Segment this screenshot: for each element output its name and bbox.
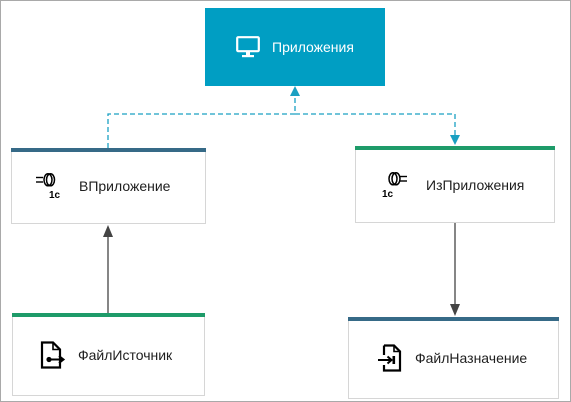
arrowhead-down-out (450, 135, 460, 145)
connector-in-to-applications (107, 94, 296, 148)
node-destination-file-label: ФайлНазначение (415, 350, 528, 366)
svg-text:1с: 1с (382, 189, 394, 198)
node-in-app[interactable]: 1с ВПриложение (11, 148, 206, 224)
1c-inbound-icon: 1с (36, 173, 68, 199)
arrowhead-down-dest (450, 304, 460, 316)
connector-applications-to-out (295, 113, 456, 135)
node-destination-file[interactable]: ФайлНазначение (348, 317, 559, 399)
node-out-app-bar (355, 146, 555, 150)
node-in-app-label: ВПриложение (79, 178, 171, 194)
node-applications-label: Приложения (272, 39, 354, 55)
arrowhead-up-applications (290, 86, 300, 96)
arrowhead-up-in (103, 225, 113, 237)
node-in-app-bar (11, 148, 206, 152)
monitor-icon (236, 36, 260, 58)
node-source-file[interactable]: ФайлИсточник (12, 313, 205, 396)
1c-outbound-icon: 1с (381, 171, 413, 198)
node-out-app-label: ИзПриложения (426, 176, 525, 193)
node-source-file-label: ФайлИсточник (78, 346, 173, 363)
file-source-icon (40, 340, 66, 369)
file-destination-icon (377, 344, 403, 372)
node-applications[interactable]: Приложения (205, 8, 385, 86)
node-out-app[interactable]: 1с ИзПриложения (355, 146, 555, 223)
node-source-file-bar (12, 313, 205, 317)
svg-text:1с: 1с (49, 190, 61, 199)
node-destination-file-bar (348, 317, 559, 321)
